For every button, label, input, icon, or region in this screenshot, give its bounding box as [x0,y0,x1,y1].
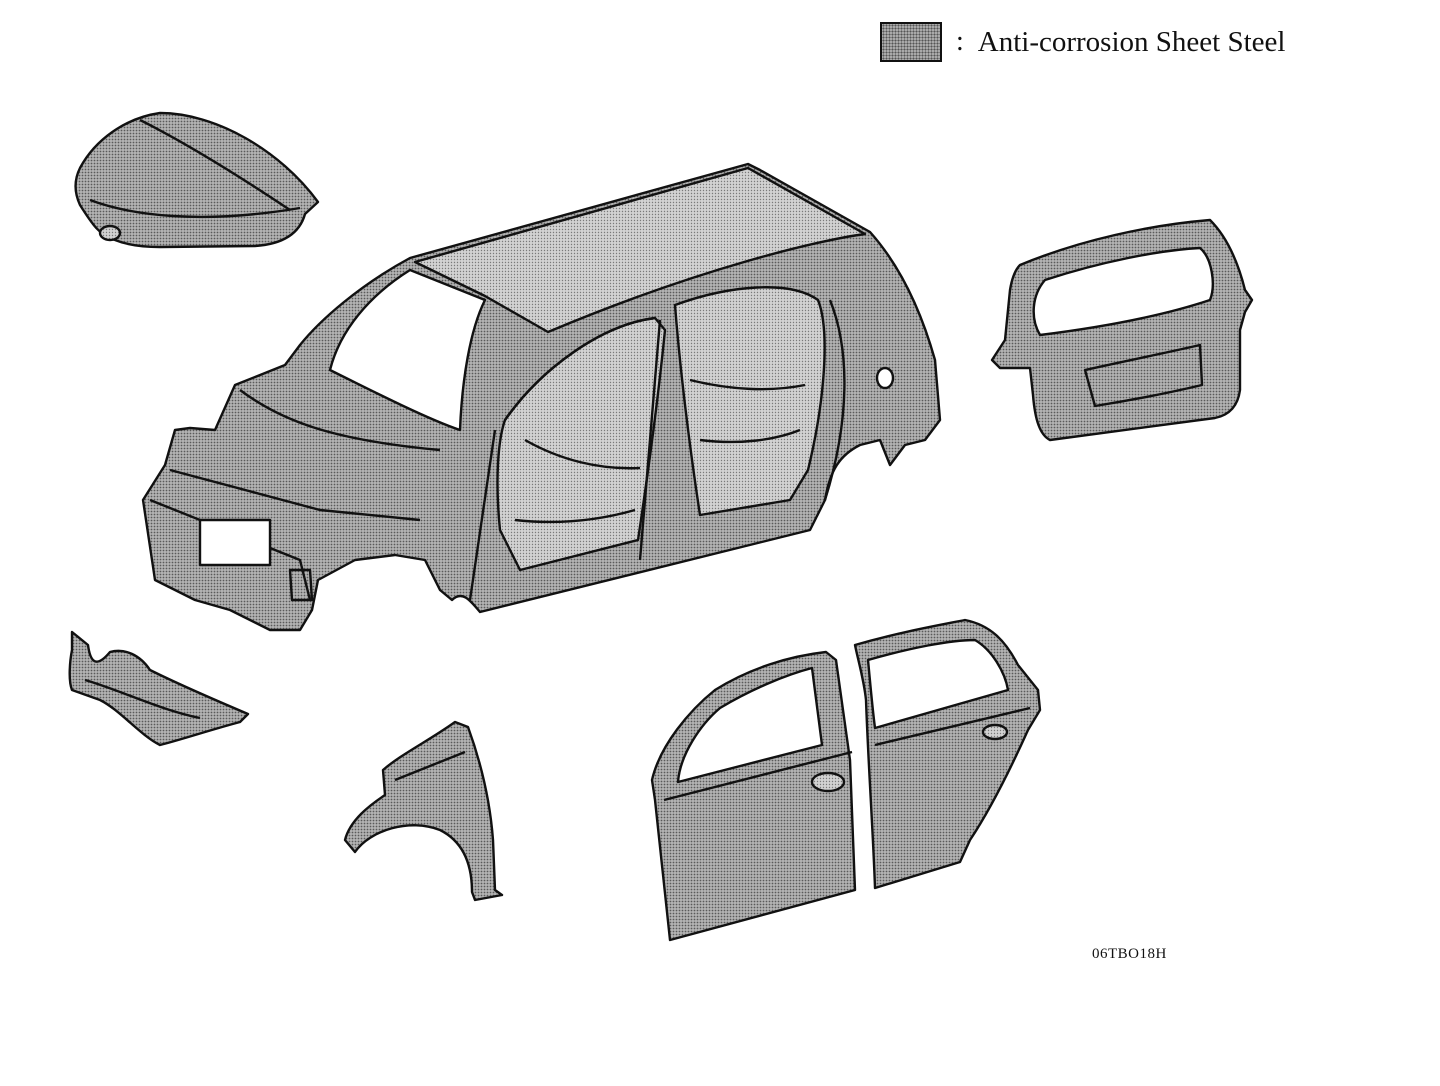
legend-label: Anti-corrosion Sheet Steel [977,25,1286,58]
anti-corrosion-swatch [880,22,942,62]
legend: : Anti-corrosion Sheet Steel [880,20,1285,64]
legend-separator: : [956,26,964,57]
figure-code: 06TBO18H [1092,946,1167,962]
back-door [990,218,1254,442]
front-apron-panel [68,630,250,747]
body-shell [141,162,942,632]
front-fender [343,720,504,902]
front-door [650,650,857,942]
hood-panel [74,111,320,249]
rear-door [853,618,1042,890]
